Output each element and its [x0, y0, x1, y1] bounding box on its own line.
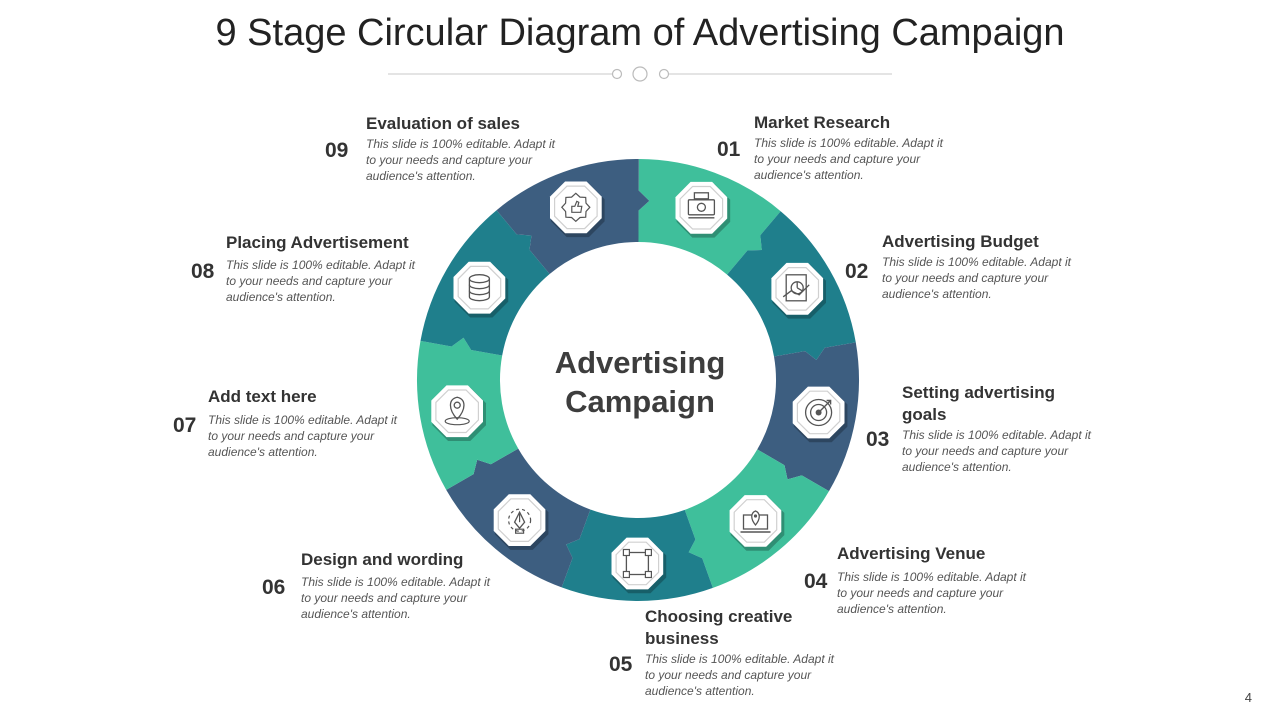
stage-number: 06: [262, 576, 286, 599]
stage-description: This slide is 100% editable. Adapt it to…: [366, 137, 555, 183]
stage-02-badge: [771, 262, 826, 319]
stage-description: This slide is 100% editable. Adapt it to…: [226, 258, 415, 304]
stage-heading: Placing Advertisement: [226, 233, 409, 252]
money-icon: [687, 192, 716, 219]
stage-09-badge: [550, 181, 605, 238]
stage-heading: Advertising Venue: [837, 544, 986, 563]
stage-heading: Design and wording: [301, 550, 464, 569]
stage-number: 05: [609, 653, 633, 676]
center-label-line1: Advertising: [554, 345, 726, 380]
stage-number: 04: [804, 570, 828, 593]
stage-heading: Market Research: [754, 113, 891, 132]
page-number: 4: [1244, 690, 1252, 705]
slide-title: 9 Stage Circular Diagram of Advertising …: [215, 12, 1065, 54]
laptop-location-icon: [740, 510, 771, 533]
budget-chart-icon: [782, 274, 810, 302]
stage-description: This slide is 100% editable. Adapt it to…: [754, 136, 943, 182]
like-badge-icon: [560, 192, 591, 223]
center-label: Advertising Campaign: [540, 343, 740, 421]
stage-description: This slide is 100% editable. Adapt it to…: [882, 255, 1071, 301]
stage-number: 08: [191, 260, 215, 283]
title-divider: [388, 66, 892, 82]
stage-number: 03: [866, 428, 890, 451]
stage-06-badge: [493, 494, 549, 550]
stage-number: 07: [173, 414, 197, 437]
stage-number: 09: [325, 139, 349, 162]
stage-01-badge: [675, 181, 731, 238]
stage-heading: Setting advertising goals: [902, 383, 1056, 424]
stage-description: This slide is 100% editable. Adapt it to…: [837, 570, 1026, 616]
database-icon: [468, 274, 491, 302]
stage-number: 01: [717, 138, 741, 161]
stage-description: This slide is 100% editable. Adapt it to…: [645, 652, 834, 698]
stage-description: This slide is 100% editable. Adapt it to…: [902, 428, 1091, 474]
stage-heading: Evaluation of sales: [366, 114, 520, 133]
stage-04-badge: [729, 495, 785, 551]
stage-heading: Add text here: [208, 387, 317, 406]
stage-description: This slide is 100% editable. Adapt it to…: [208, 413, 397, 459]
stage-number: 02: [845, 260, 869, 283]
stage-08-badge: [453, 261, 509, 318]
location-pin-icon: [444, 396, 470, 426]
stage-heading: Advertising Budget: [882, 232, 1039, 251]
stage-heading: Choosing creative business: [645, 607, 793, 648]
center-label-line2: Campaign: [565, 384, 715, 419]
stage-description: This slide is 100% editable. Adapt it to…: [301, 575, 490, 621]
stage-05-badge: [611, 537, 667, 594]
stage-07-badge: [431, 385, 486, 441]
stage-03-badge: [792, 386, 848, 443]
target-icon: [804, 398, 833, 427]
frame-select-icon: [622, 548, 653, 579]
pen-tool-icon: [507, 508, 532, 534]
